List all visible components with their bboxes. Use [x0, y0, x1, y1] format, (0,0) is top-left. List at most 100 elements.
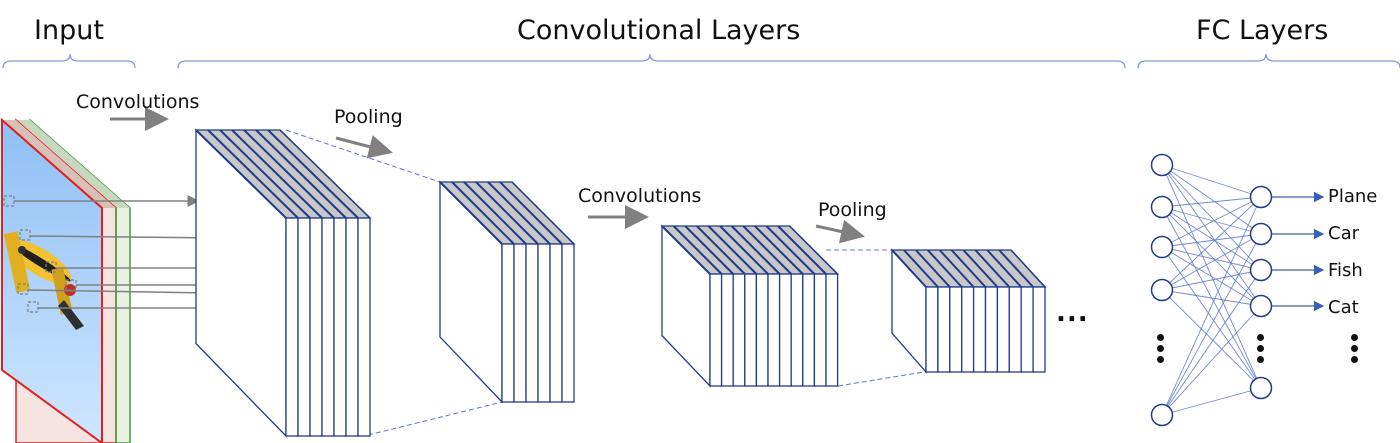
input-neuron [1150, 403, 1174, 427]
section-brackets [2, 53, 1400, 69]
fc-link [1161, 387, 1262, 416]
fc-link [1161, 233, 1262, 291]
pool2-arrow [815, 219, 865, 244]
conv-block-2-slice [755, 273, 769, 387]
pool-block-2 [890, 248, 1047, 374]
input-bracket [2, 53, 136, 69]
label-pooling-2: Pooling [818, 199, 887, 221]
conv-block-2-slice [790, 273, 804, 387]
fc-link [1161, 206, 1262, 307]
pool-block-1-slice-edge [451, 181, 515, 245]
operation-arrows [110, 107, 865, 244]
fc-link [1161, 305, 1262, 416]
conv-block-2-slice-edge [661, 225, 711, 275]
fc-link [1161, 269, 1262, 291]
fc-link [1161, 164, 1262, 307]
conv-block-1-slice [309, 217, 323, 437]
pool-block-2-slice-edge [986, 249, 1022, 288]
fc-link [1161, 206, 1262, 271]
conv-block-2 [660, 224, 840, 388]
pool-block-2-slice [972, 286, 987, 373]
conv-block-2-slice-edge [754, 225, 804, 275]
section-title-fc: FC Layers [1196, 15, 1329, 46]
fc-link [1161, 233, 1262, 416]
fc-links [1161, 164, 1262, 416]
conv-block-1-slice-edge [195, 129, 287, 219]
pool-block-2-slice-edge [962, 249, 999, 288]
pool-block-2-slice [925, 286, 939, 373]
feature-map-blocks [194, 128, 1047, 438]
conv-block-1-slice [333, 217, 347, 437]
conv-block-1-slice [297, 217, 311, 437]
fc-link [1161, 196, 1262, 208]
continuation-ellipsis: ... [1056, 298, 1089, 328]
pool-block-2-slice [1020, 286, 1034, 373]
pool-block-2-slice [1032, 286, 1046, 373]
pool-block-2-slice-edge [998, 249, 1034, 288]
conv-block-1-slice-edge [219, 129, 311, 219]
pool-block-1-slice-edge [475, 181, 539, 245]
conv-block-1-slice-edge [207, 129, 299, 219]
pool-block-1-slice [537, 243, 551, 403]
pool-block-2-slice [1008, 286, 1022, 373]
pool-block-2-slice-edge [915, 249, 951, 288]
pool-block-2-slice-edge [926, 249, 963, 288]
conv-block-2-slice-edge [765, 225, 816, 275]
conv-block-2-slice-edge [696, 225, 746, 275]
output-neuron [1249, 185, 1273, 209]
fc-link [1161, 289, 1262, 389]
fc-link [1161, 289, 1262, 307]
pool-block-2-slice [949, 286, 963, 373]
output-neuron [1249, 294, 1273, 318]
pool-block-2-slice-edge [891, 249, 927, 288]
label-convolutions-1: Convolutions [76, 91, 200, 113]
fc-link [1161, 206, 1262, 235]
class-label-car: Car [1328, 223, 1359, 244]
conv-block-2-slice [767, 273, 781, 387]
fc-link [1161, 206, 1262, 389]
pooling-guides [285, 129, 925, 436]
pool-block-1-slice [549, 243, 563, 403]
fc-link [1161, 196, 1262, 248]
conv-block-2-slice-edge [684, 225, 734, 275]
label-convolutions-2: Convolutions [578, 185, 702, 207]
pool-block-2-slice [961, 286, 975, 373]
vertical-ellipsis-hidden-nodes [1257, 334, 1265, 367]
conv-block-1-slice-edge [231, 129, 323, 219]
fc-link [1161, 269, 1262, 416]
output-neuron [1249, 258, 1273, 282]
class-label-plane: Plane [1328, 186, 1378, 207]
input-neuron [1150, 235, 1174, 259]
fc-link [1161, 246, 1262, 307]
conv-block-2-slice [744, 273, 758, 387]
conv-block-2-slice [825, 273, 839, 387]
conv-block-2-slice [813, 273, 827, 387]
class-label-fish: Fish [1328, 260, 1363, 281]
pool-block-1-slice [525, 243, 539, 403]
section-title-input: Input [34, 15, 104, 46]
input-neuron [1150, 153, 1174, 177]
output-neuron [1249, 222, 1273, 246]
conv-block-2-slice-edge [719, 225, 769, 275]
conv-block-1-slice [321, 217, 335, 437]
pool-block-2-slice [937, 286, 951, 373]
fc-bracket [1137, 53, 1400, 69]
pool-block-2-slice-edge [950, 249, 987, 288]
pool-block-2-slice-edge [938, 249, 975, 288]
class-label-cat: Cat [1328, 297, 1359, 318]
conv-block-1-slice [285, 217, 299, 437]
pool-block-2-slice-edge [974, 249, 1011, 288]
pool1-arrow [335, 135, 393, 159]
fc-link [1161, 196, 1262, 291]
conv-block-2-slice-edge [672, 225, 723, 275]
pool-block-1-slice [501, 243, 515, 403]
section-title-convolutional: Convolutional Layers [517, 15, 801, 46]
fc-link [1161, 196, 1262, 416]
vertical-ellipsis-input-nodes [1157, 334, 1165, 367]
conv-block-2-slice [709, 273, 723, 387]
conv-block-2-slice [802, 273, 816, 387]
fc-link [1161, 233, 1262, 248]
conv-block-2-slice-edge [730, 225, 781, 275]
fc-link [1161, 164, 1262, 235]
